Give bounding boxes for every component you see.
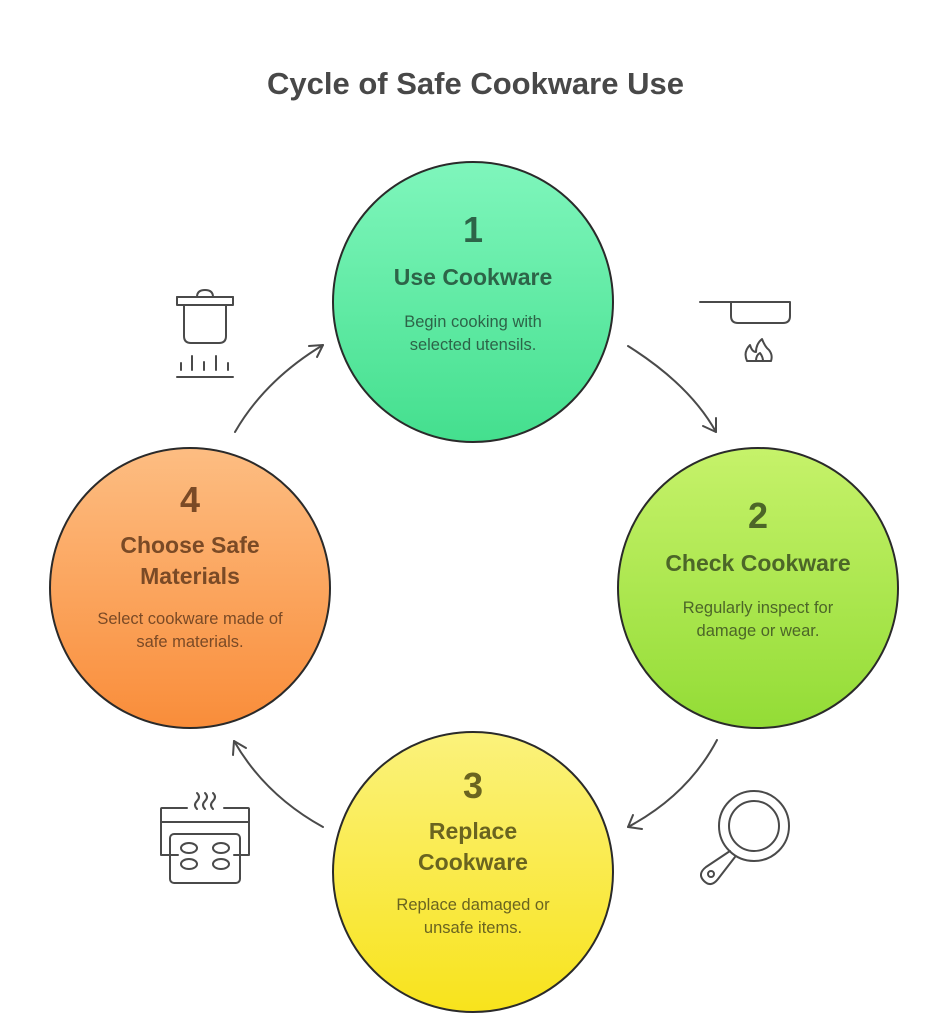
step-3-number: 3 [462,765,484,806]
step-2: 2 Check Cookware Regularly inspect for d… [618,496,898,643]
step-3: 3 Replace Cookware Replace damaged or un… [333,766,613,940]
step-1-description: Begin cooking with selected utensils. [404,313,542,354]
oven-with-tray-icon [160,792,250,884]
step-1-heading: Use Cookware [393,264,553,290]
step-2-number: 2 [747,495,769,536]
step-2-description: Regularly inspect for damage or wear. [682,599,834,640]
step-1-number: 1 [462,209,484,250]
arrow-2-to-3 [627,739,718,830]
diagram-title: Cycle of Safe Cookware Use [267,66,684,101]
arrow-3-to-4 [232,740,324,828]
step-3-description: Replace damaged or unsafe items. [396,896,550,937]
cooking-pot-on-burner-icon [176,289,234,378]
step-4-description: Select cookware made of safe materials. [97,610,283,651]
step-4-circle [49,447,331,729]
frying-pan-on-flame-icon [699,301,791,362]
arrow-4-to-1 [234,344,324,433]
step-3-circle [332,731,614,1013]
step-3-heading: Replace Cookware [418,818,528,875]
step-2-heading: Check Cookware [665,550,851,576]
step-2-circle [617,447,899,729]
step-4: 4 Choose Safe Materials Select cookware … [46,480,334,654]
arrow-1-to-2 [627,345,717,433]
magnifying-glass-pan-icon [700,790,790,885]
step-4-number: 4 [179,479,201,520]
step-1-circle [332,161,614,443]
step-1: 1 Use Cookware Begin cooking with select… [333,210,613,357]
step-4-heading: Choose Safe Materials [120,532,260,589]
